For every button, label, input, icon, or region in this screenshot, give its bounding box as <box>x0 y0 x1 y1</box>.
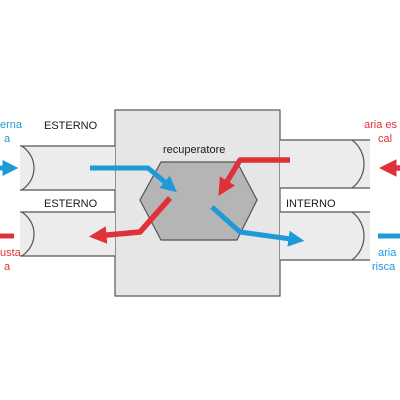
label-right-bottom-line2: risca <box>372 261 396 273</box>
label-left-top-line1: erna <box>0 119 23 131</box>
label-right-top-line1: aria es <box>364 119 398 131</box>
duct-right-bottom <box>280 211 370 261</box>
cold-air-supply-arrow <box>210 205 305 247</box>
warm-air-extract-arrow <box>218 157 290 197</box>
warm-air-exhaust-arrow <box>88 196 173 244</box>
cold-air-intake-arrow <box>90 165 177 193</box>
duct-right-top <box>280 139 370 189</box>
label-recuperatore: recuperatore <box>163 144 225 156</box>
label-interno: INTERNO <box>286 198 336 210</box>
label-esterno-top: ESTERNO <box>44 120 98 132</box>
label-esterno-bottom: ESTERNO <box>44 198 98 210</box>
label-left-top-line2: a <box>4 133 11 145</box>
label-right-bottom-line1: aria <box>378 247 397 259</box>
label-left-bottom-line2: a <box>4 261 11 273</box>
label-left-bottom-line1: usta <box>0 247 22 259</box>
label-right-top-line2: cal <box>378 133 392 145</box>
